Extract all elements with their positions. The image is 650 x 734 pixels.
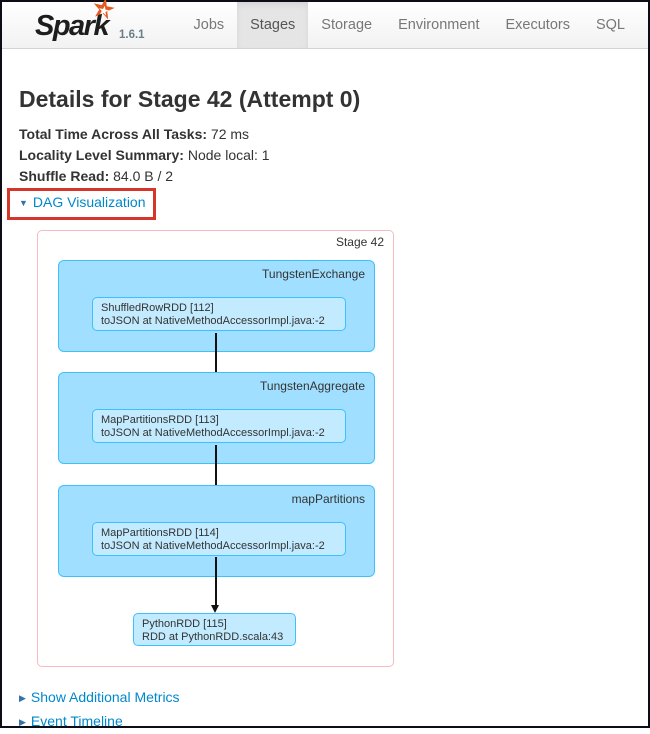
stage-summary-stats: Total Time Across All Tasks: 72 ms Local…: [19, 124, 270, 187]
caret-right-icon: ▶: [19, 693, 26, 703]
caret-down-icon: ▼: [19, 198, 28, 208]
stat-locality-label: Locality Level Summary:: [19, 147, 184, 163]
rdd-node-callsite: toJSON at NativeMethodAccessorImpl.java:…: [101, 540, 325, 552]
arrow-head-icon: [211, 605, 219, 613]
rdd-node-title: ShuffledRowRDD [112]: [101, 302, 214, 314]
rdd-node-callsite: toJSON at NativeMethodAccessorImpl.java:…: [101, 315, 325, 327]
arrow-line: [214, 445, 217, 514]
operator-tungsten-exchange: TungstenExchange ShuffledRowRDD [112] to…: [58, 260, 375, 352]
spark-version: 1.6.1: [119, 29, 145, 41]
rdd-node-callsite: toJSON at NativeMethodAccessorImpl.java:…: [101, 427, 325, 439]
rdd-node-title: PythonRDD [115]: [142, 618, 227, 630]
rdd-node-shuffledrowrdd-112[interactable]: ShuffledRowRDD [112] toJSON at NativeMet…: [92, 297, 346, 331]
tab-storage[interactable]: Storage: [321, 17, 373, 33]
stat-total-time-label: Total Time Across All Tasks:: [19, 126, 208, 142]
tab-executors[interactable]: Executors: [505, 17, 570, 33]
stage-cluster-label: Stage 42: [335, 235, 384, 249]
operator-label: TungstenExchange: [262, 267, 365, 281]
stat-total-time: Total Time Across All Tasks: 72 ms: [19, 124, 270, 145]
rdd-node-mappartitionsrdd-113[interactable]: MapPartitionsRDD [113] toJSON at NativeM…: [92, 409, 346, 443]
dag-visualization-label: DAG Visualization: [32, 194, 146, 210]
rdd-node-pythonrdd-115[interactable]: PythonRDD [115] RDD at PythonRDD.scala:4…: [133, 613, 296, 646]
dag-visualization-panel: Stage 42 TungstenExchange ShuffledRowRDD…: [37, 230, 394, 667]
show-additional-metrics-label: Show Additional Metrics: [30, 689, 180, 705]
dag-visualization-toggle[interactable]: ▼ DAG Visualization: [19, 194, 146, 210]
rdd-node-callsite: RDD at PythonRDD.scala:43: [142, 631, 284, 643]
rdd-node-title: MapPartitionsRDD [114]: [101, 527, 219, 539]
caret-right-icon: ▶: [19, 717, 26, 727]
footer-links: ▶ Show Additional Metrics ▶ Event Timeline: [19, 686, 180, 734]
dag-edge-arrow: [211, 557, 220, 613]
tab-environment[interactable]: Environment: [398, 17, 480, 33]
tab-sql[interactable]: SQL: [595, 17, 625, 33]
stat-locality-value: Node local: 1: [187, 147, 270, 163]
show-additional-metrics-toggle[interactable]: ▶ Show Additional Metrics: [19, 689, 180, 705]
rdd-node-title: MapPartitionsRDD [113]: [101, 414, 219, 426]
nav-tabs: Jobs Stages Storage Environment Executor…: [181, 2, 649, 48]
page-title: Details for Stage 42 (Attempt 0): [19, 86, 361, 112]
stat-shuffle-read-label: Shuffle Read:: [19, 168, 110, 184]
event-timeline-toggle[interactable]: ▶ Event Timeline: [19, 713, 123, 729]
arrow-line: [214, 333, 217, 402]
stat-total-time-value: 72 ms: [210, 126, 250, 142]
rdd-node-mappartitionsrdd-114[interactable]: MapPartitionsRDD [114] toJSON at NativeM…: [92, 522, 346, 556]
spark-logo[interactable]: Spark ★ ★ 1.6.1: [35, 0, 165, 47]
stat-shuffle-read-value: 84.0 B / 2: [113, 168, 174, 184]
top-navbar: Spark ★ ★ 1.6.1 Jobs Stages Storage Envi…: [2, 0, 649, 49]
operator-tungsten-aggregate: TungstenAggregate MapPartitionsRDD [113]…: [58, 372, 375, 464]
operator-label: mapPartitions: [291, 492, 365, 506]
tab-stages[interactable]: Stages: [237, 2, 309, 48]
spark-logo-text: Spark: [35, 10, 110, 42]
tab-jobs[interactable]: Jobs: [193, 17, 225, 33]
arrow-line: [214, 557, 217, 606]
stat-locality: Locality Level Summary: Node local: 1: [19, 145, 270, 166]
event-timeline-label: Event Timeline: [30, 713, 123, 729]
operator-label: TungstenAggregate: [260, 379, 365, 393]
operator-mappartitions: mapPartitions MapPartitionsRDD [114] toJ…: [58, 485, 375, 577]
annotation-highlight-box: ▼ DAG Visualization: [7, 188, 156, 220]
stat-shuffle-read: Shuffle Read: 84.0 B / 2: [19, 166, 270, 187]
